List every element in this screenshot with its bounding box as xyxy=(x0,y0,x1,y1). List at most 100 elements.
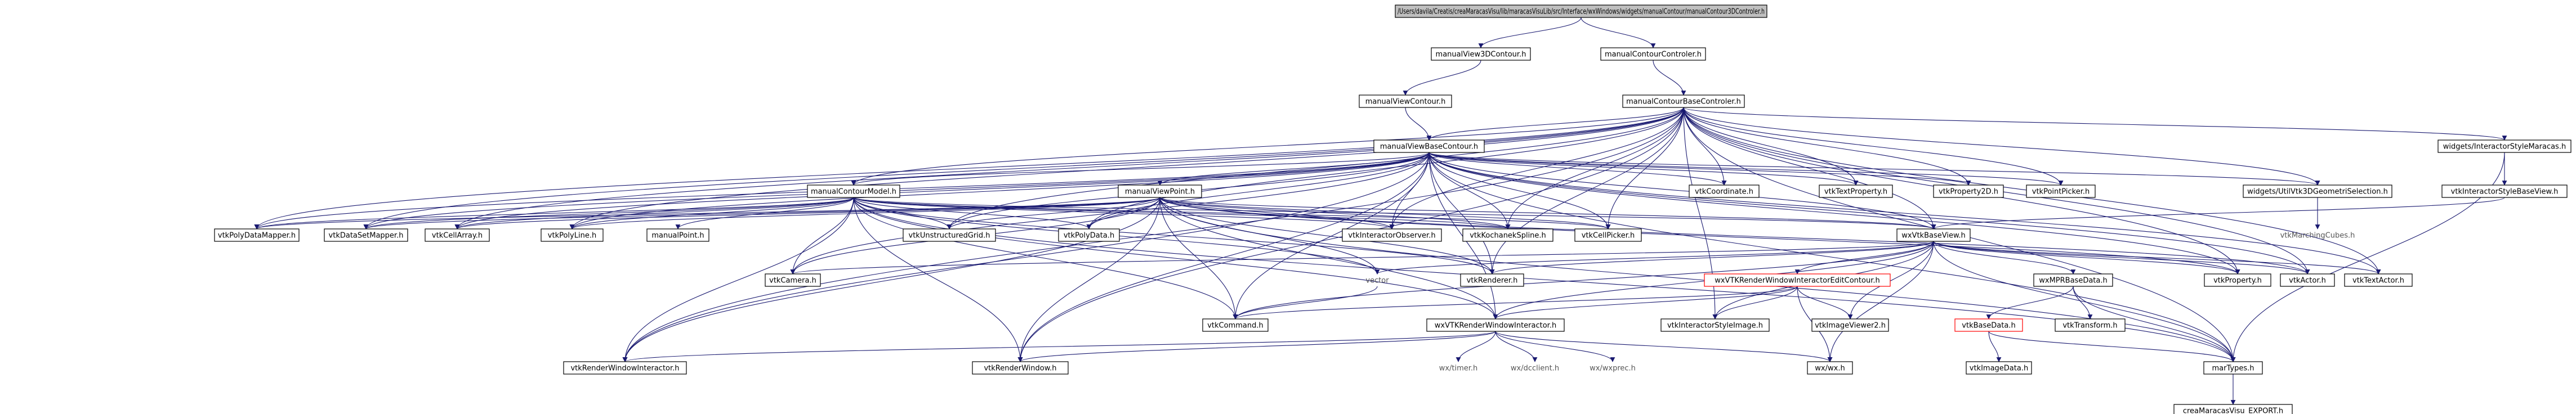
edge-wxvrwiec-to-viv2 xyxy=(1797,286,1853,320)
node-vks[interactable]: vtkKochanekSpline.h xyxy=(1462,228,1553,242)
node-vpdm[interactable]: vtkPolyDataMapper.h xyxy=(214,228,300,242)
node-label: vtkUnstructuredGrid.h xyxy=(909,232,990,240)
edge-visbv-to-wxvbv xyxy=(1931,197,2505,230)
node-vp2d[interactable]: vtkProperty2D.h xyxy=(1933,184,2004,198)
edge-wxvbv-to-vec xyxy=(1374,241,1934,274)
edge-vbd-to-vid xyxy=(1988,331,2002,362)
node-mvc[interactable]: manualViewContour.h xyxy=(1359,94,1452,108)
node-label: vtkProperty2D.h xyxy=(1939,188,1998,196)
node-box xyxy=(2344,273,2413,287)
node-mv3dc[interactable]: manualView3DContour.h xyxy=(1431,47,1531,61)
edge-mcm-to-vpdm xyxy=(254,197,854,230)
node-viv2[interactable]: vtkImageViewer2.h xyxy=(1811,318,1889,332)
edge-mvc-to-mvbc xyxy=(1405,107,1432,141)
node-vpp[interactable]: vtkPointPicker.h xyxy=(2026,184,2096,198)
node-box xyxy=(903,228,996,242)
node-martypes[interactable]: marTypes.h xyxy=(2203,361,2263,375)
edge-wxvbv-to-vren xyxy=(1489,241,1934,274)
edge-mvbc-to-mvp xyxy=(1157,152,1430,186)
edge-mcbc-to-vio xyxy=(1389,107,1684,230)
node-box xyxy=(1954,318,2023,332)
edge-mvp-to-wxvbv xyxy=(1159,197,1936,230)
node-box xyxy=(1462,228,1553,242)
node-vtxa[interactable]: vtkTextActor.h xyxy=(2344,273,2413,287)
node-wxmpr[interactable]: wxMPRBaseData.h xyxy=(2033,273,2113,287)
node-label: vtkCommand.h xyxy=(1207,322,1264,330)
node-label: vtkRenderer.h xyxy=(1467,277,1518,285)
node-vtrans[interactable]: vtkTransform.h xyxy=(2055,318,2126,332)
node-label: manualViewBaseContour.h xyxy=(1380,143,1478,151)
node-mcbc[interactable]: manualContourBaseControler.h xyxy=(1622,94,1745,108)
node-vtp[interactable]: vtkTextProperty.h xyxy=(1819,184,1893,198)
node-box xyxy=(2441,184,2568,198)
node-box xyxy=(972,361,1069,375)
node-box xyxy=(2033,273,2113,287)
node-vid[interactable]: vtkImageData.h xyxy=(1966,361,2032,375)
node-cmve[interactable]: creaMaracasVisu_EXPORT.h xyxy=(2173,404,2293,414)
node-wxex[interactable]: wx/wx.h xyxy=(1807,361,1853,375)
node-vdsm[interactable]: vtkDataSetMapper.h xyxy=(324,228,408,242)
node-vbd[interactable]: vtkBaseData.h xyxy=(1954,318,2023,332)
node-root[interactable]: /Users/davila/Creatis/creaMaracasVisu/li… xyxy=(1395,4,1767,18)
node-label: manualContourControler.h xyxy=(1605,51,1702,59)
node-vren[interactable]: vtkRenderer.h xyxy=(1460,273,1524,287)
node-box xyxy=(1896,228,1971,242)
node-vca[interactable]: vtkCellArray.h xyxy=(425,228,490,242)
node-vio[interactable]: vtkInteractorObserver.h xyxy=(1342,228,1442,242)
node-mcc[interactable]: manualContourControler.h xyxy=(1600,47,1706,61)
edge-root-to-mv3dc xyxy=(1478,17,1582,48)
node-visi[interactable]: vtkInteractorStyleImage.h xyxy=(1660,318,1770,332)
edge-wxvbv-to-vcam xyxy=(791,241,1934,274)
node-wxvrwi[interactable]: wxVTKRenderWindowInteractor.h xyxy=(1426,318,1565,332)
node-wxvbv[interactable]: wxVtkBaseView.h xyxy=(1896,228,1971,242)
node-label: wxVTKRenderWindowInteractor.h xyxy=(1435,322,1556,330)
edge-mvbc-to-vks xyxy=(1428,152,1511,230)
node-mp[interactable]: manualPoint.h xyxy=(646,228,709,242)
node-mcm[interactable]: manualContourModel.h xyxy=(807,184,900,198)
node-vcam[interactable]: vtkCamera.h xyxy=(765,273,821,287)
node-label: vtkInteractorObserver.h xyxy=(1348,232,1435,240)
node-box xyxy=(541,228,604,242)
edge-mvbc-to-vcam xyxy=(790,152,1430,274)
edge-vec-to-vcmd xyxy=(1233,286,1378,320)
node-vpl[interactable]: vtkPolyLine.h xyxy=(541,228,604,242)
node-mvp[interactable]: manualViewPoint.h xyxy=(1118,184,1202,198)
edge-wxvbv-to-wxvrwiec xyxy=(1794,241,1934,274)
node-vcp[interactable]: vtkCellPicker.h xyxy=(1574,228,1642,242)
node-wism[interactable]: widgets/InteractorStyleMaracas.h xyxy=(2437,140,2571,153)
node-vrw[interactable]: vtkRenderWindow.h xyxy=(972,361,1069,375)
node-label: vtkBaseData.h xyxy=(1962,322,2015,330)
node-label: wx/wx.h xyxy=(1815,364,1845,373)
edge-mcbc-to-wxvbv xyxy=(1683,107,1936,230)
node-vug[interactable]: vtkUnstructuredGrid.h xyxy=(903,228,996,242)
node-label: vtkCamera.h xyxy=(769,277,816,285)
edge-mvbc-to-vren xyxy=(1428,152,1495,274)
node-vrwi[interactable]: vtkRenderWindowInteractor.h xyxy=(563,361,687,375)
node-vcoord[interactable]: vtkCoordinate.h xyxy=(1689,184,1760,198)
edge-mvbc-to-mcm xyxy=(851,152,1430,186)
node-box xyxy=(1460,273,1524,287)
node-vcmd[interactable]: vtkCommand.h xyxy=(1202,318,1269,332)
node-wxvrwiec[interactable]: wxVTKRenderWindowInteractorEditContour.h xyxy=(1704,273,1891,287)
node-box xyxy=(1342,228,1442,242)
node-box xyxy=(765,273,821,287)
edge-mvbc-to-wu3d xyxy=(1428,152,2320,186)
node-wu3d[interactable]: widgets/UtilVtk3DGeometriSelection.h xyxy=(2243,184,2392,198)
node-label: vtkProperty.h xyxy=(2213,277,2262,285)
node-box xyxy=(1058,228,1120,242)
edge-mcbc-to-mvbc xyxy=(1426,107,1684,141)
node-label: vtkImageData.h xyxy=(1970,364,2028,373)
node-vact[interactable]: vtkActor.h xyxy=(2280,273,2335,287)
node-vprop[interactable]: vtkProperty.h xyxy=(2204,273,2271,287)
node-visbv[interactable]: vtkInteractorStyleBaseView.h xyxy=(2441,184,2568,198)
node-label: vtkDataSetMapper.h xyxy=(329,232,404,240)
node-box xyxy=(1807,361,1853,375)
edge-mvp-to-martypes xyxy=(1159,197,2236,362)
edge-mcbc-to-vpp xyxy=(1683,107,2064,186)
edge-mvbc-to-wxvbv xyxy=(1428,152,1936,230)
node-mvbc[interactable]: manualViewBaseContour.h xyxy=(1373,140,1485,153)
node-vpd[interactable]: vtkPolyData.h xyxy=(1058,228,1120,242)
edge-mvp-to-vrwi xyxy=(622,197,1160,362)
node-label: manualViewPoint.h xyxy=(1125,188,1195,196)
node-box xyxy=(2203,361,2263,375)
